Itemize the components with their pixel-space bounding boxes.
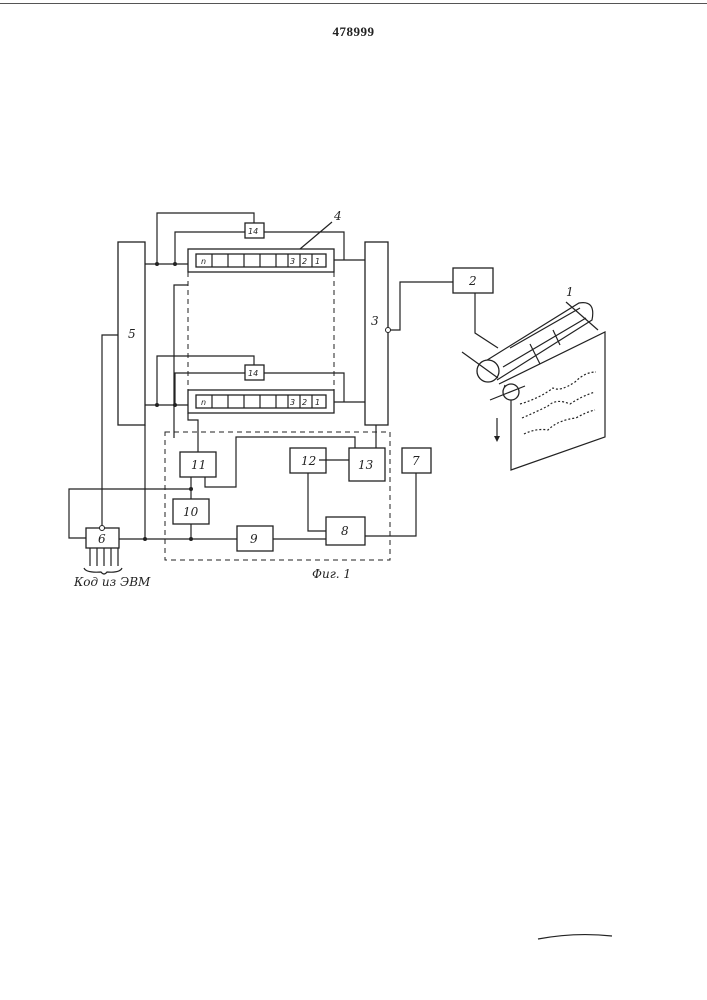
block-12-label: 12: [301, 454, 316, 468]
reg-upper-cell-n: n: [201, 257, 206, 266]
block-9-label: 9: [250, 532, 258, 546]
reg-upper-cell-2: 2: [302, 257, 307, 266]
label-4: 4: [333, 209, 342, 223]
block-14-upper-label: 14: [248, 227, 258, 236]
block-7-label: 7: [412, 454, 420, 468]
input-arrows: [84, 548, 122, 574]
reg-upper-cell-1: 1: [315, 257, 320, 266]
block-8-label: 8: [341, 524, 349, 538]
reg-lower-cell-n: n: [201, 398, 206, 407]
figure-caption: Фиг. 1: [312, 567, 351, 581]
reg-lower-cell-1: 1: [315, 398, 320, 407]
reg-upper-cell-3: 3: [290, 257, 295, 266]
block-6-label: 6: [98, 532, 106, 546]
input-label: Код из ЭВМ: [73, 575, 151, 589]
corner-mark: [538, 935, 612, 939]
block-14-lower-label: 14: [248, 369, 258, 378]
block-5-label: 5: [128, 327, 136, 341]
block-13-label: 13: [358, 458, 374, 472]
block-2-label: 2: [468, 274, 477, 288]
reg-lower-cell-3: 3: [290, 398, 295, 407]
block-11-label: 11: [191, 458, 206, 472]
label-1: 1: [566, 285, 574, 299]
label-4-leader: [300, 222, 332, 249]
block-10-label: 10: [183, 505, 199, 519]
block-3-label: 3: [371, 314, 379, 328]
recorder-drawing: [462, 302, 605, 470]
block-3: [365, 242, 388, 425]
reg-lower-cell-2: 2: [302, 398, 307, 407]
